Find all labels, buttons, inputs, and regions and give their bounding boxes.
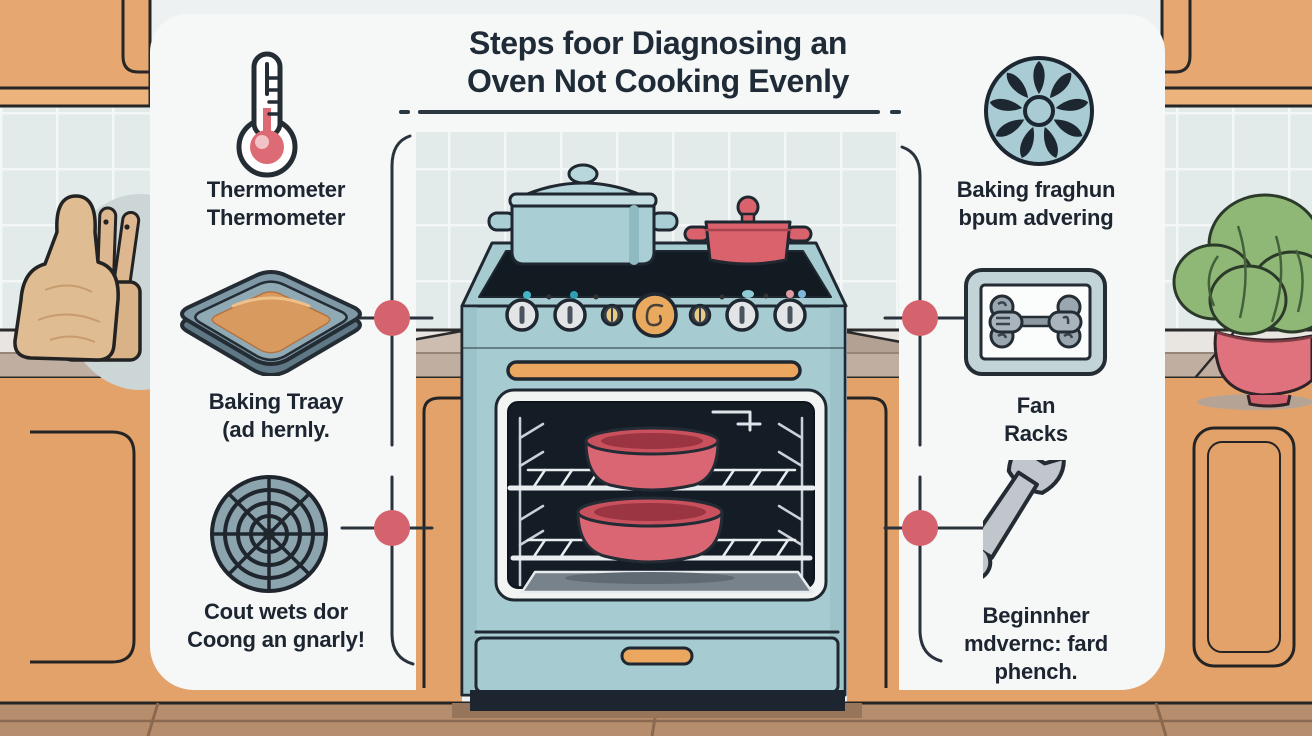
label-line: mdvernc: fard (963, 631, 1109, 656)
step-label-wrench: Beginnher mdvernc: fard phench. (910, 602, 1162, 686)
oven-racks-icon (964, 268, 1107, 376)
upper-cabinets (0, 0, 1312, 108)
title-underline-dash (399, 110, 410, 114)
red-bowl-top (584, 426, 720, 492)
baking-tray-icon (180, 269, 362, 376)
oven-door (461, 347, 846, 602)
info-panel-right (899, 100, 1165, 690)
potted-plant (1172, 193, 1312, 410)
label-line: Cout wets dor (203, 599, 349, 624)
label-line: Thermometer (206, 205, 346, 230)
label-line: Baking Traay (208, 389, 344, 414)
label-line: Beginnher (982, 603, 1090, 628)
label-line: phench. (994, 659, 1078, 684)
title-underline (418, 110, 880, 114)
thermometer-icon (236, 51, 298, 178)
burner-grate-icon (210, 475, 328, 593)
step-label-fan: Baking fraghun bpum advering (910, 176, 1162, 232)
storage-drawer (474, 630, 840, 694)
wrench-icon (983, 460, 1066, 582)
title-line-2: Oven Not Cooking Evenly (467, 63, 849, 99)
indicator-lights (523, 290, 806, 300)
label-line: Racks (1004, 421, 1068, 446)
label-line: Fan (1016, 393, 1056, 418)
control-knobs (505, 292, 807, 338)
label-line: (ad hernly. (222, 417, 330, 442)
stockpot (487, 163, 679, 266)
step-label-burner-grate: Cout wets dor Coong an gnarly! (150, 598, 402, 654)
step-label-baking-tray: Baking Traay (ad hernly. (150, 388, 402, 444)
label-line: Coong an gnarly! (187, 627, 365, 652)
step-label-racks: Fan Racks (910, 392, 1162, 448)
label-line: Thermometer (206, 177, 346, 202)
label-line: Baking fraghun (956, 177, 1116, 202)
page-title: Steps foor Diagnosing an Oven Not Cookin… (408, 24, 908, 100)
title-underline-dash (890, 110, 901, 114)
fan-icon (984, 56, 1094, 166)
step-label-thermometer: Thermometer Thermometer (150, 176, 402, 232)
saucepan (683, 195, 813, 266)
label-line: bpum advering (958, 205, 1114, 230)
oven-interior (507, 410, 816, 594)
title-line-1: Steps foor Diagnosing an (469, 25, 847, 61)
info-panel-left (150, 100, 416, 690)
stove-oven (460, 163, 848, 711)
red-bowl-bottom (576, 496, 724, 564)
